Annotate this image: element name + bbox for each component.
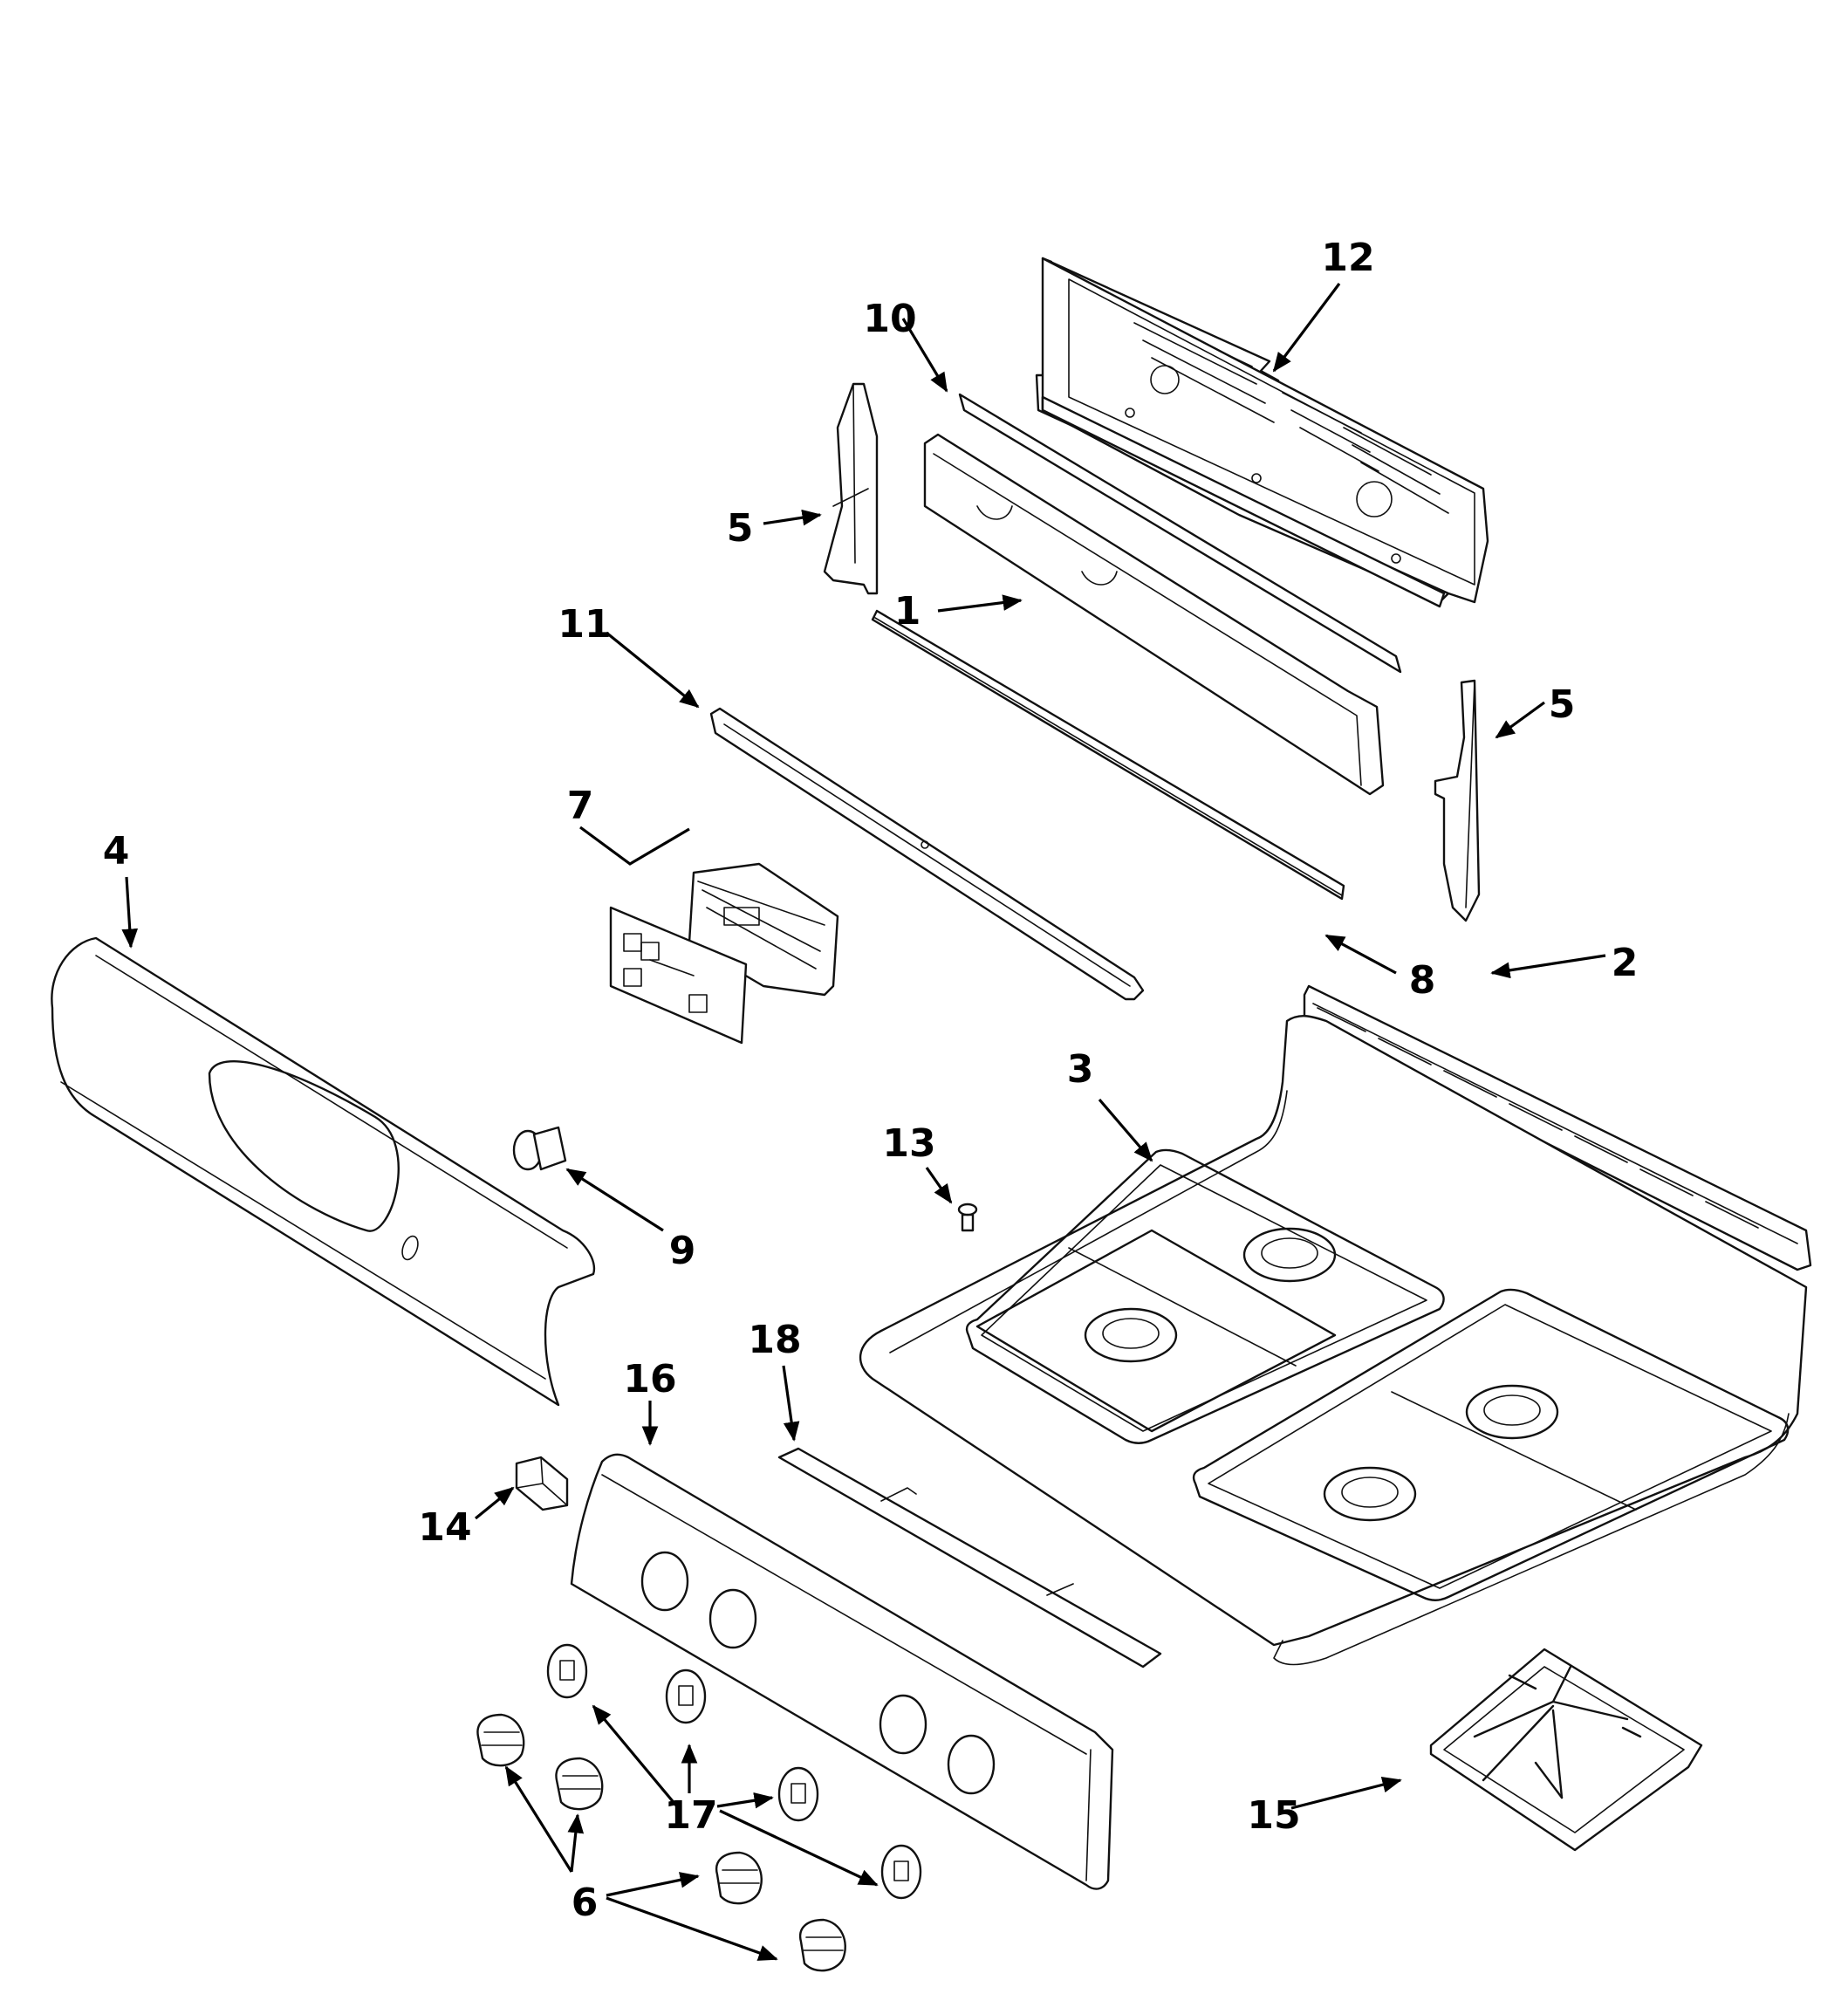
burner-right-rear — [1465, 1384, 1559, 1440]
callout-15: 15 — [1247, 1793, 1300, 1838]
part-14-igniter-module — [515, 1456, 569, 1511]
callout-18: 18 — [748, 1318, 801, 1362]
knob-4 — [798, 1918, 846, 1972]
burner-left-front — [1084, 1307, 1178, 1363]
part-12-panel-body — [1041, 257, 1489, 608]
callout-5-right: 5 — [1549, 682, 1576, 727]
knob-2 — [555, 1757, 604, 1811]
part-1-backguard — [923, 433, 1385, 796]
part-17-knob-bezels — [546, 1643, 922, 1900]
callout-labels: 1 2 3 4 5 5 6 7 8 9 10 11 12 13 14 15 16… — [103, 236, 1639, 1925]
part-15-burner-grate — [1429, 1648, 1703, 1852]
part-7-electronic-control — [609, 862, 839, 1045]
bezel-3 — [777, 1766, 819, 1822]
bezel-1 — [546, 1643, 588, 1699]
bezel-4 — [880, 1844, 922, 1900]
bezel-2 — [665, 1669, 707, 1724]
part-9-switch — [512, 1126, 567, 1171]
part-18-manifold-strip — [777, 1447, 1162, 1669]
callout-1: 1 — [894, 589, 921, 634]
callout-2: 2 — [1612, 941, 1639, 985]
part-13-screw — [957, 1203, 978, 1232]
leader-arrows — [121, 283, 1606, 1961]
burner-left-rear — [1242, 1227, 1337, 1283]
callout-16: 16 — [623, 1357, 676, 1401]
callout-6: 6 — [572, 1881, 599, 1925]
callout-14: 14 — [418, 1505, 471, 1550]
callout-11: 11 — [558, 602, 611, 647]
callout-4: 4 — [103, 829, 130, 874]
part-3-main-cooktop — [859, 1015, 1808, 1666]
callout-7: 7 — [567, 784, 594, 828]
callout-10: 10 — [863, 297, 916, 341]
part-5-left-end-cap — [823, 382, 879, 595]
part-4-main-control-panel — [51, 936, 596, 1407]
part-6-knobs — [476, 1713, 846, 1972]
callout-12: 12 — [1321, 236, 1374, 280]
part-5-right-end-cap — [1434, 679, 1481, 922]
knob-3 — [715, 1851, 763, 1905]
part-16-lower-control-panel — [570, 1453, 1114, 1890]
burner-right-front — [1323, 1466, 1417, 1522]
part-8-strip — [871, 609, 1345, 901]
callout-13: 13 — [882, 1121, 935, 1166]
callout-8: 8 — [1409, 958, 1436, 1003]
callout-9: 9 — [669, 1229, 696, 1273]
part-11-control-rail — [709, 707, 1145, 1001]
callout-3: 3 — [1067, 1047, 1094, 1092]
callout-17: 17 — [664, 1793, 717, 1838]
part-10-trim-strip — [958, 393, 1402, 674]
part-2-vent-trim — [1303, 984, 1812, 1271]
callout-5-left: 5 — [727, 506, 754, 551]
knob-1 — [476, 1713, 525, 1767]
